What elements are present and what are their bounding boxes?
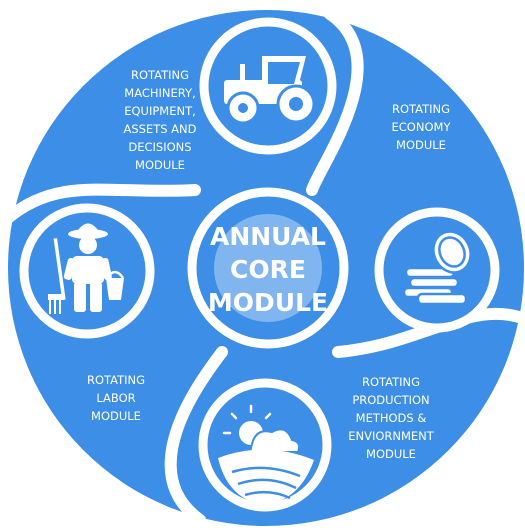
core-label-line-1: ANNUAL	[210, 222, 326, 251]
farmer-icon	[48, 223, 125, 314]
economy-label-line-2: ECONOMY	[392, 120, 452, 134]
swirl-divider-left	[2, 183, 201, 224]
labor-label-line-3: MODULE	[91, 409, 141, 423]
machinery-label-line-4: ASSETS AND	[123, 122, 196, 136]
machinery-label-line-5: DECISIONS	[128, 140, 191, 154]
core-circle	[187, 187, 349, 349]
economy-label-line-1: ROTATING	[392, 102, 450, 116]
production-label-line-3: METHODS &	[356, 411, 427, 425]
machinery-label-line-2: MACHINERY,	[124, 86, 195, 100]
economy-label-line-3: MODULE	[396, 138, 446, 152]
swirl-divider-bottom	[164, 346, 228, 526]
core-label-line-2: CORE	[230, 255, 306, 284]
tractor-icon	[224, 56, 316, 125]
labor-label-line-1: ROTATING	[87, 373, 145, 387]
production-label-line-1: ROTATING	[362, 375, 420, 389]
labor-label-line-2: LABOR	[96, 391, 135, 405]
farmland-sun-icon	[218, 404, 314, 505]
core-halo	[214, 214, 322, 322]
machinery-label-line-1: ROTATING	[131, 68, 189, 82]
machinery-label-line-6: MODULE	[135, 158, 185, 172]
machinery-label-line-3: EQUIPMENT,	[124, 104, 196, 118]
coins-icon	[402, 230, 472, 306]
core-label-line-3: MODULE	[208, 288, 328, 317]
swirl-divider-top	[306, 8, 364, 196]
production-label-line-5: MODULE	[366, 447, 416, 461]
production-label-line-4: ENVIORNMENT	[348, 429, 435, 443]
production-label-line-2: PRODUCTION	[352, 393, 429, 407]
